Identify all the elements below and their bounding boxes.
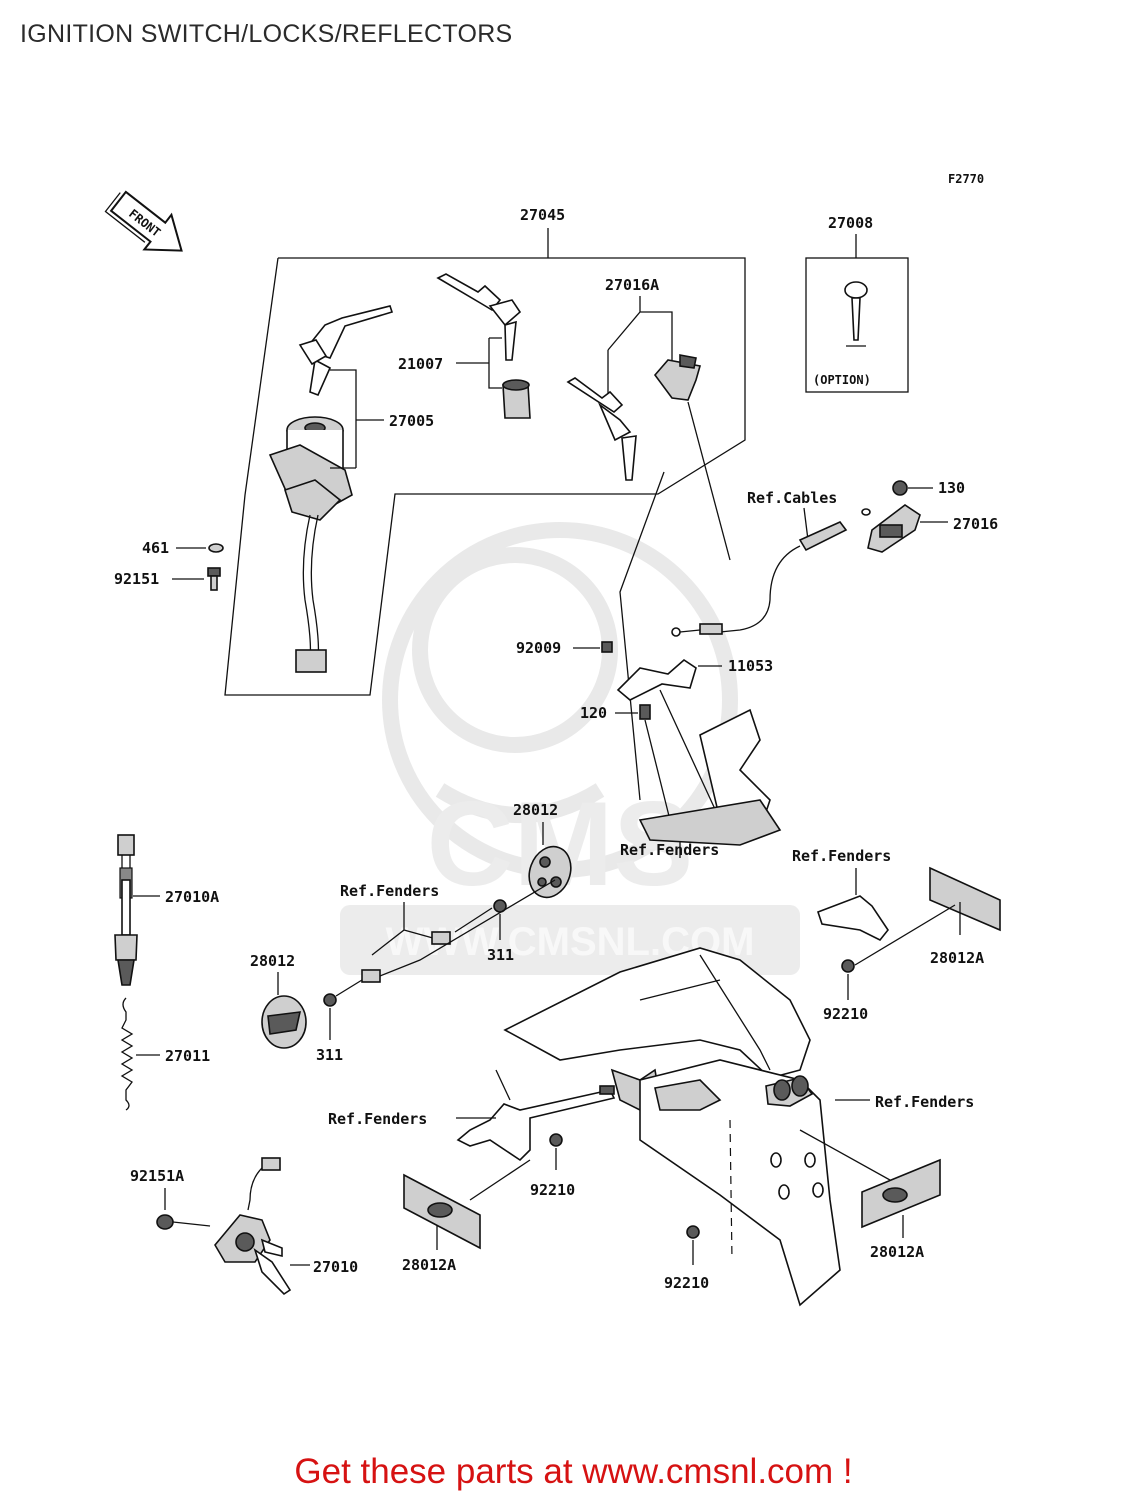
seat-lock-housing-icon	[638, 689, 782, 846]
label-27011: 27011	[165, 1047, 210, 1065]
label-27010A: 27010A	[165, 888, 219, 906]
label-option: (OPTION)	[813, 373, 871, 387]
label-92151A: 92151A	[130, 1167, 184, 1185]
rear-fender-icon	[503, 947, 841, 1307]
nut-92210-bottom-icon	[686, 1225, 700, 1239]
bracket-right-top-icon	[816, 895, 889, 942]
label-ref-fenders-center: Ref.Fenders	[620, 841, 719, 859]
label-28012-top: 28012	[513, 801, 558, 819]
label-28012A-right: 28012A	[870, 1243, 924, 1261]
label-92151: 92151	[114, 570, 159, 588]
label-ref-fenders-right-top: Ref.Fenders	[792, 847, 891, 865]
page-title: IGNITION SWITCH/LOCKS/REFLECTORS	[20, 20, 513, 48]
ignition-switch-27005-icon	[268, 416, 353, 673]
bracket-11053-icon	[616, 658, 697, 701]
label-27016: 27016	[953, 515, 998, 533]
label-28012-left: 28012	[250, 952, 295, 970]
label-120: 120	[580, 704, 607, 722]
label-11053: 11053	[728, 657, 773, 675]
label-27016A: 27016A	[605, 276, 659, 294]
option-key-27008: 27008 (OPTION)	[805, 214, 909, 393]
switch-27010-icon	[214, 1157, 292, 1296]
footer-promo[interactable]: Get these parts at www.cmsnl.com !	[294, 1452, 853, 1491]
stud-left2-icon	[361, 969, 381, 983]
lock-27016-icon	[867, 480, 921, 553]
bolt-92009-icon	[601, 641, 613, 653]
label-311-bottom: 311	[316, 1046, 343, 1064]
spring-27011-icon	[120, 997, 134, 1111]
label-27008: 27008	[828, 214, 873, 232]
label-28012A-left: 28012A	[402, 1256, 456, 1274]
label-92210-right: 92210	[823, 1005, 868, 1023]
nut-92210-right-icon	[841, 959, 855, 973]
label-311-top: 311	[487, 946, 514, 964]
keys-27016A-icon	[566, 354, 702, 481]
label-130: 130	[938, 479, 965, 497]
label-ref-fenders-left: Ref.Fenders	[340, 882, 439, 900]
label-27010: 27010	[313, 1258, 358, 1276]
stud-left-icon	[431, 931, 451, 945]
bracket-bottom-left-icon	[456, 1069, 616, 1162]
switch-27010A-icon	[114, 834, 138, 986]
bolt-92151-icon	[207, 567, 221, 591]
reflector-28012-top-icon	[528, 845, 572, 899]
label-ref-fenders-right: Ref.Fenders	[875, 1093, 974, 1111]
seat-lock-cable-icon	[671, 508, 871, 637]
reflector-28012A-right-top-icon	[929, 866, 1001, 932]
label-92210-center: 92210	[530, 1181, 575, 1199]
label-461: 461	[142, 539, 169, 557]
label-27005: 27005	[389, 412, 434, 430]
label-ref-fenders-bottom: Ref.Fenders	[328, 1110, 427, 1128]
nut-92210-center-icon	[549, 1133, 563, 1147]
reflector-28012A-left-icon	[403, 1173, 481, 1250]
label-92009: 92009	[516, 639, 561, 657]
label-21007: 21007	[398, 355, 443, 373]
keys-27005-icon	[298, 305, 394, 397]
front-arrow-icon: FRONT	[104, 190, 183, 252]
nut-311-bottom-icon	[323, 993, 337, 1007]
washer-461-icon	[208, 543, 224, 553]
reflector-28012A-right-icon	[861, 1158, 941, 1229]
keys-21007-icon	[436, 273, 531, 419]
label-92210-bottom: 92210	[664, 1274, 709, 1292]
set-27045-outline: 27045	[224, 206, 746, 696]
reflector-28012-left-icon	[261, 995, 307, 1049]
label-ref-cables: Ref.Cables	[747, 489, 837, 507]
label-27045: 27045	[520, 206, 565, 224]
figure-code: F2770	[948, 172, 984, 186]
bolt-120-icon	[639, 704, 651, 720]
bolt-92151A-icon	[156, 1214, 211, 1230]
label-28012A-right-top: 28012A	[930, 949, 984, 967]
